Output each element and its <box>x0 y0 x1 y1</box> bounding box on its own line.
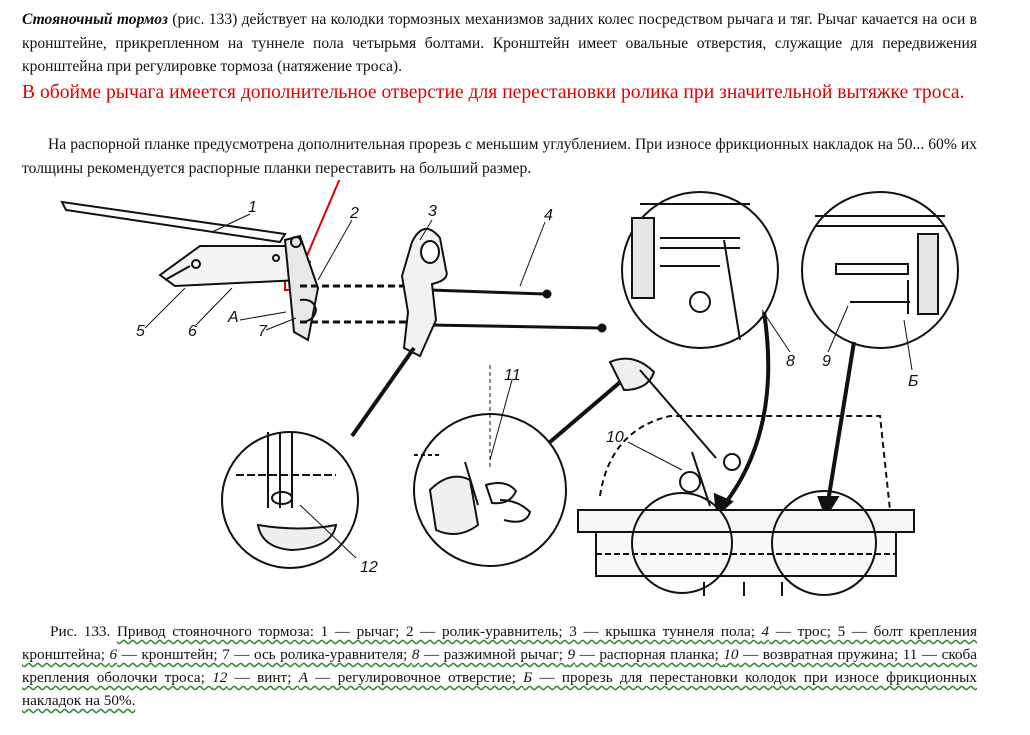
caption-part: 4 <box>761 623 770 640</box>
label-A: A <box>227 309 239 326</box>
paragraph-2: На распорной планке предусмотрена дополн… <box>22 136 977 177</box>
label-4: 4 <box>544 207 553 224</box>
label-1: 1 <box>248 199 257 216</box>
caption-part: 9 <box>567 646 576 663</box>
figure-caption: Рис. 133. Привод стояночного тормоза: 1 … <box>22 620 977 712</box>
label-8: 8 <box>786 353 795 370</box>
caption-part: — распорная планка; <box>575 646 724 663</box>
label-2: 2 <box>349 205 359 222</box>
caption-part: — возвратная пружина; 11 — скоба креплен… <box>22 646 977 686</box>
label-10: 10 <box>606 429 624 446</box>
caption-part: Привод стояночного тормоза: 1 — рычаг; 2… <box>116 623 762 640</box>
caption-lead: Рис. 133. <box>50 623 117 640</box>
detail-circle-9 <box>801 191 959 349</box>
caption-part: 6 <box>109 646 118 663</box>
label-3: 3 <box>428 203 437 220</box>
label-B: Б <box>908 373 918 390</box>
caption-part: — регулировочное отверстие; <box>307 669 524 686</box>
leader-lines <box>144 213 913 471</box>
caption-part: — винт; <box>227 669 299 686</box>
detail-circle-middle <box>413 365 567 567</box>
paragraph-1-text: (рис. 133) действует на колодки тормозны… <box>22 11 977 75</box>
caption-part: — трос; 5 — болт крепления кронштейна; <box>22 623 977 663</box>
caption-part: 12 <box>212 669 228 686</box>
label-11: 11 <box>504 367 521 384</box>
caption-part: 10 <box>723 646 739 663</box>
paragraph-1: Стояночный тормоз (рис. 133) действует н… <box>22 8 977 79</box>
brake-mechanism <box>577 357 915 596</box>
detail-circle-left <box>221 431 359 569</box>
label-6: 6 <box>188 323 197 340</box>
label-5: 5 <box>136 323 145 340</box>
detail-circle-8 <box>621 191 779 349</box>
label-9: 9 <box>822 353 831 370</box>
lever-assembly <box>60 200 320 342</box>
caption-part: — прорезь для перестановки колодок при и… <box>22 669 977 709</box>
caption-part: А <box>298 669 308 686</box>
label-12: 12 <box>360 559 378 576</box>
caption-part: Б <box>523 669 533 686</box>
caption-part: — кронштейн; 7 — ось ролика-уравнителя; <box>117 646 412 663</box>
caption-part: 8 <box>411 646 420 663</box>
term-parking-brake: Стояночный тормоз <box>22 11 168 28</box>
label-7: 7 <box>258 323 268 340</box>
cables <box>300 284 607 333</box>
tunnel-cover <box>400 228 448 358</box>
parking-brake-figure: 1 2 3 4 5 6 A 7 8 9 Б 10 11 12 <box>60 180 959 596</box>
caption-part: — разжимной рычаг; <box>419 646 568 663</box>
red-annotation: В обойме рычага имеется дополнительное о… <box>22 82 965 103</box>
